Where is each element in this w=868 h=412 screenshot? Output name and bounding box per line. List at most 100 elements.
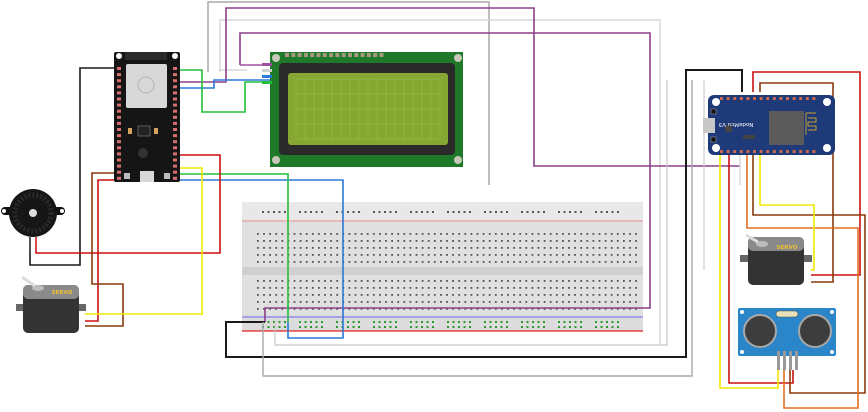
nodemcu-chip (743, 135, 755, 139)
breadboard-hole (543, 261, 546, 263)
lcd-header-pin (322, 53, 327, 57)
breadboard-hole (470, 301, 473, 303)
breadboard-hole (421, 254, 424, 256)
breadboard-hole (568, 294, 570, 296)
breadboard-hole (321, 326, 323, 328)
esp32-boot-button[interactable] (164, 173, 170, 179)
nodemcu-rst-button[interactable] (710, 108, 717, 115)
breadboard-hole (311, 247, 314, 249)
nodemcu-flash-button[interactable] (710, 136, 717, 143)
esp32-en-button[interactable] (124, 173, 130, 179)
ultrasonic-pin (783, 351, 786, 370)
esp32-pin (117, 152, 121, 156)
breadboard-hole (521, 321, 523, 323)
breadboard-hole (304, 321, 307, 323)
breadboard-hole (373, 211, 375, 213)
breadboard-hole (610, 308, 613, 310)
breadboard-hole (452, 254, 454, 256)
esp32-pin (117, 115, 121, 119)
breadboard-hole (321, 211, 323, 213)
breadboard-hole (506, 211, 508, 213)
breadboard-hole (470, 240, 473, 242)
breadboard-hole (586, 247, 589, 249)
breadboard-hole (610, 254, 613, 256)
breadboard-hole (543, 280, 546, 282)
breadboard-hole (360, 294, 363, 296)
breadboard-hole (574, 211, 577, 213)
breadboard-hole (513, 240, 515, 242)
breadboard-hole (440, 247, 442, 249)
piezo-buzzer (1, 189, 65, 250)
breadboard-hole (537, 301, 540, 303)
breadboard-hole (446, 308, 448, 310)
breadboard-hole (531, 301, 534, 303)
breadboard-hole (617, 326, 619, 328)
breadboard-hole (330, 308, 332, 310)
breadboard-hole (269, 308, 271, 310)
breadboard-hole (354, 254, 357, 256)
breadboard-hole (543, 294, 546, 296)
breadboard-hole (501, 247, 503, 249)
breadboard-hole (488, 294, 491, 296)
lcd-header-pin (303, 53, 308, 57)
breadboard-hole (318, 308, 320, 310)
breadboard-hole (324, 233, 326, 235)
nodemcu-usb-port (703, 118, 715, 133)
breadboard-hole (574, 280, 576, 282)
breadboard-hole (623, 280, 625, 282)
breadboard-hole (324, 261, 326, 263)
breadboard-hole (458, 247, 461, 249)
esp32-pin (173, 79, 177, 83)
breadboard-hole (410, 326, 412, 328)
breadboard-hole (616, 294, 619, 296)
breadboard-hole (391, 308, 393, 310)
breadboard-hole (488, 301, 491, 303)
nodemcu-pin (812, 97, 816, 100)
breadboard-hole (569, 211, 571, 213)
ultrasonic-pin (777, 351, 780, 370)
breadboard-hole (263, 261, 265, 263)
breadboard-hole (600, 321, 603, 323)
breadboard-hole (336, 294, 339, 296)
breadboard-hole (494, 280, 497, 282)
breadboard-hole (385, 247, 387, 249)
breadboard-hole (366, 240, 369, 242)
breadboard-hole (324, 294, 326, 296)
nodemcu-pin (786, 150, 789, 153)
breadboard-hole (281, 233, 284, 235)
breadboard-hole (610, 301, 613, 303)
breadboard-hole (586, 308, 589, 310)
buzzer-center (29, 209, 37, 217)
breadboard-hole (543, 301, 546, 303)
breadboard-hole (366, 308, 369, 310)
breadboard-hole (507, 261, 509, 263)
breadboard-hole (513, 308, 515, 310)
ultrasonic-receiver (798, 314, 832, 348)
breadboard-hole (397, 247, 400, 249)
breadboard-hole (452, 233, 454, 235)
breadboard-hole (555, 240, 558, 242)
breadboard-hole (476, 294, 479, 296)
breadboard-hole (604, 240, 607, 242)
breadboard-hole (598, 247, 601, 249)
wire-gray-top-a (207, 1, 490, 185)
breadboard-hole (415, 326, 418, 328)
breadboard-hole (555, 233, 558, 235)
breadboard-hole (391, 261, 393, 263)
breadboard-hole (403, 294, 406, 296)
esp32-pin (173, 146, 177, 150)
breadboard-hole (563, 321, 566, 323)
breadboard-hole (629, 280, 631, 282)
breadboard-hole (263, 301, 265, 303)
breadboard-hole (336, 233, 339, 235)
breadboard-hole (531, 240, 534, 242)
breadboard-hole (311, 301, 314, 303)
breadboard-hole (623, 247, 625, 249)
nodemcu-pin (726, 97, 730, 100)
breadboard-hole (611, 321, 614, 323)
breadboard-hole (395, 326, 397, 328)
breadboard-hole (537, 294, 540, 296)
breadboard-hole (330, 294, 332, 296)
breadboard-hole (598, 308, 601, 310)
breadboard-hole (378, 326, 381, 328)
